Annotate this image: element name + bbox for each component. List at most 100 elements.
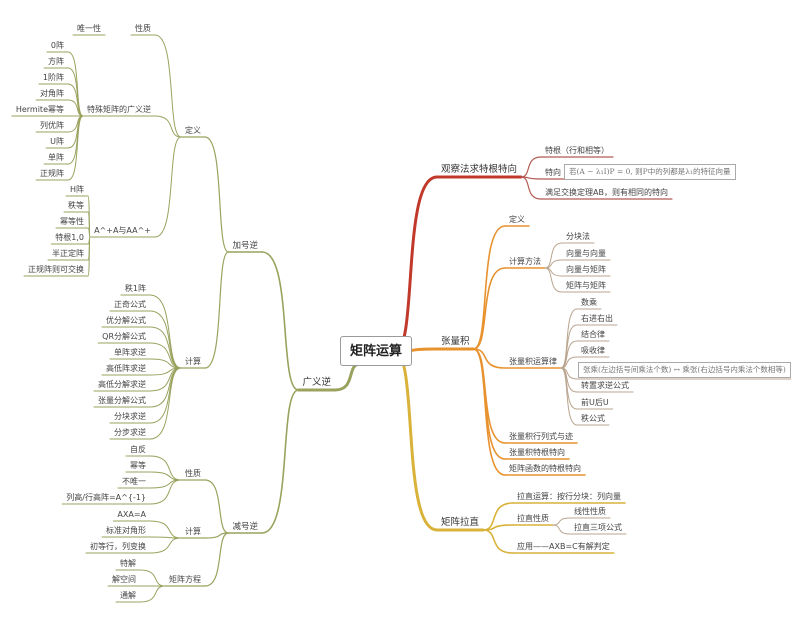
node-right-2-children-1[interactable]: 拉直性质	[517, 514, 549, 523]
node-left-plus-compute-children-1[interactable]: 正奇公式	[114, 300, 146, 309]
node-left-plus-definition-special-children-2[interactable]: 1阶阵	[42, 73, 64, 82]
node-right-0-children-1[interactable]: 特向	[545, 168, 561, 177]
node-left-plus-compute-children-2[interactable]: 优分解公式	[106, 316, 146, 325]
node-left-plus-compute-children-7[interactable]: 张量分解公式	[98, 396, 146, 405]
node-left-minus-equation[interactable]: 矩阵方程	[169, 575, 201, 584]
connector-r1l5	[560, 367, 578, 393]
connector-r1l7	[560, 367, 578, 426]
node-right-1-children-4[interactable]: 张量积特根特向	[509, 448, 565, 457]
node-left-minus-property-children-3[interactable]: 列高/行高阵=A^{-1}	[66, 493, 146, 502]
node-left-minus-equation-children-0[interactable]: 特解	[120, 559, 136, 568]
node-right-1-children-1-children-0[interactable]: 分块法	[566, 232, 590, 241]
node-left-minus-property[interactable]: 性质	[185, 469, 201, 478]
connector-mc0	[149, 520, 182, 539]
node-left-minus-property-children-1[interactable]: 幂等	[130, 461, 146, 470]
node-left-plus-compute[interactable]: 计算	[185, 357, 201, 366]
formula-box-eigenvector[interactable]: 若(A − λ₁I)P = 0, 则P中的列都是λ₁的特征向量	[564, 164, 736, 180]
connector-pc9	[149, 367, 182, 440]
connector-r02	[520, 176, 542, 200]
node-right-1-children-2-children-5[interactable]: 转置求逆公式	[581, 381, 629, 390]
node-right-1-children-5[interactable]: 矩阵函数的特根特向	[509, 464, 581, 473]
node-left-minus-compute-children-0[interactable]: AXA=A	[117, 510, 146, 519]
node-left-plus-compute-children-8[interactable]: 分块求逆	[114, 412, 146, 421]
node-left-plus-compute-children-9[interactable]: 分步求逆	[114, 428, 146, 437]
node-left-plus-definition-property[interactable]: 性质	[135, 24, 151, 33]
node-left-plus-definition-aa-children-0[interactable]: H阵	[69, 185, 84, 194]
node-left-minus-property-children-2[interactable]: 不唯一	[122, 477, 146, 486]
node-right-1[interactable]: 张量积	[441, 336, 470, 347]
node-left-plus-definition-special-children-8[interactable]: 正规阵	[40, 169, 64, 178]
connector-r1l2	[560, 340, 578, 369]
node-left-plus-definition-special-children-7[interactable]: 单阵	[48, 153, 64, 162]
connector-mc2	[149, 537, 182, 554]
node-left-minus-compute-children-2[interactable]: 初等行，列变换	[90, 542, 146, 551]
node-right-1-children-2-children-7[interactable]: 秩公式	[581, 414, 605, 423]
node-right-1-children-1[interactable]: 计算方法	[509, 257, 541, 266]
node-left-plus-definition-special-children-5[interactable]: 列优阵	[40, 121, 64, 130]
node-left-plus-compute-children-5[interactable]: 高低阵求逆	[106, 364, 146, 373]
connector-r211	[552, 524, 571, 535]
node-right-1-children-2-children-1[interactable]: 右进右出	[581, 314, 613, 323]
node-right-1-children-2-children-0[interactable]: 数乘	[581, 298, 597, 307]
node-left-plus-compute-children-3[interactable]: QR分解公式	[102, 332, 146, 341]
node-right-1-children-0[interactable]: 定义	[509, 215, 525, 224]
node-right-0[interactable]: 观察法求特根特向	[441, 164, 518, 175]
node-left-plus-definition-property-children-0[interactable]: 唯一性	[77, 24, 101, 33]
node-left-plus-definition-special-children-4[interactable]: Hermite幂等	[15, 105, 64, 114]
node-left-minus-equation-children-2[interactable]: 通解	[120, 591, 136, 600]
node-right-2-children-1-children-0[interactable]: 线性性质	[574, 507, 606, 516]
node-left-plus-definition-special-children-0[interactable]: 0阵	[50, 41, 64, 50]
node-right-1-children-1-children-2[interactable]: 向量与矩阵	[566, 265, 606, 274]
node-right-0-children-0[interactable]: 特根（行和相等）	[545, 146, 609, 155]
connector-def	[204, 136, 230, 253]
connector-dp	[154, 34, 182, 138]
node-right-1-children-2-children-2[interactable]: 结合律	[581, 330, 605, 339]
node-left-minus[interactable]: 减号逆	[232, 522, 258, 532]
node-left-plus-definition-special-children-3[interactable]: 对角阵	[40, 89, 64, 98]
node-right-2-children-2[interactable]: 应用——AXB=C有解判定	[517, 542, 610, 551]
central-topic[interactable]: 矩阵运算	[340, 336, 412, 366]
node-left-plus-definition-special-children-1[interactable]: 方阵	[48, 57, 64, 66]
node-left-plus-definition-aa-children-3[interactable]: 特根1,0	[55, 233, 84, 242]
connector-tbox	[560, 367, 579, 380]
node-right-1-children-3[interactable]: 张量积行列式与迹	[509, 432, 573, 441]
node-left-plus-compute-children-6[interactable]: 高低分解求逆	[98, 380, 146, 389]
connector-r1d	[472, 225, 506, 350]
formula-box-tensor-rule[interactable]: 张乘(左边括号间乘法个数) ↔ 乘张(右边括号内乘法个数相等)	[578, 362, 791, 378]
node-left-plus-definition-aa-children-1[interactable]: 秩等	[68, 201, 84, 210]
node-right-1-children-1-children-3[interactable]: 矩阵与矩阵	[566, 281, 606, 290]
connector-r00	[520, 156, 542, 178]
node-left-plus-compute-children-4[interactable]: 单阵求逆	[114, 348, 146, 357]
node-left-plus-definition[interactable]: 定义	[185, 126, 201, 135]
node-left-plus[interactable]: 加号逆	[232, 241, 258, 251]
node-left-minus-compute-children-1[interactable]: 标准对角形	[106, 526, 146, 535]
node-left-plus-compute-children-0[interactable]: 秩1阵	[124, 284, 146, 293]
node-right-1-children-2-children-3[interactable]: 吸收律	[581, 346, 605, 355]
node-left-plus-definition-aa[interactable]: A^+A与AA^+	[94, 226, 151, 235]
node-left-plus-definition-aa-children-4[interactable]: 半正定阵	[52, 249, 84, 258]
connector-da	[154, 136, 182, 238]
node-right-1-children-1-children-1[interactable]: 向量与向量	[566, 249, 606, 258]
node-right-1-children-2-children-6[interactable]: 前U后U	[581, 398, 609, 407]
node-left-minus-compute[interactable]: 计算	[185, 527, 201, 536]
node-right-0-children-2[interactable]: 满足交换定理AB，则有相同的特向	[545, 188, 668, 197]
node-left-minus-property-children-0[interactable]: 自反	[130, 445, 146, 454]
connector-me2	[139, 585, 166, 603]
node-left[interactable]: 广义逆	[302, 377, 331, 388]
node-left-plus-definition-special[interactable]: 特殊矩阵的广义逆	[87, 105, 151, 114]
node-left-minus-equation-children-1[interactable]: 解空间	[112, 575, 136, 584]
node-right-2-children-0[interactable]: 拉直运算：按行分块：列向量	[517, 492, 621, 501]
node-left-plus-definition-aa-children-5[interactable]: 正规阵则可交换	[28, 265, 84, 274]
connector-r21	[482, 524, 514, 531]
connector-r1c	[472, 267, 506, 350]
node-left-plus-definition-aa-children-2[interactable]: 幂等性	[60, 217, 84, 226]
connector-r0	[393, 175, 439, 354]
node-right-2[interactable]: 矩阵拉直	[441, 517, 480, 528]
connector-mp	[204, 479, 230, 534]
connector-plus	[261, 251, 300, 391]
connector-pc0	[149, 294, 182, 369]
node-right-2-children-1-children-1[interactable]: 拉直三项公式	[574, 523, 622, 532]
connector-minus	[261, 389, 300, 534]
node-right-1-children-2[interactable]: 张量积运算律	[509, 357, 557, 366]
node-left-plus-definition-special-children-6[interactable]: U阵	[50, 137, 64, 146]
